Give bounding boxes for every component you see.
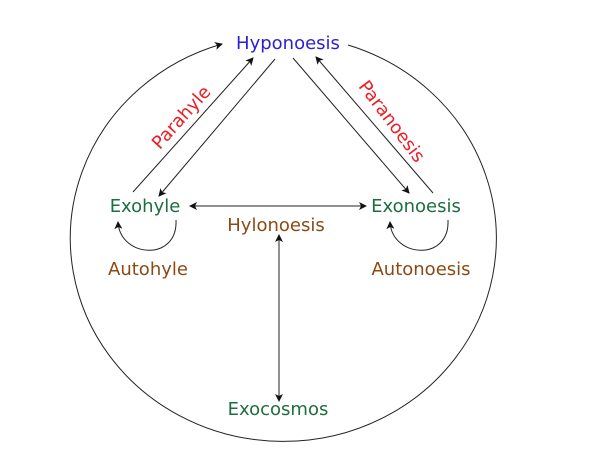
node-hylonoesis: Hylonoesis — [227, 215, 325, 236]
arrow-hyponoesis-to-exonoesis — [292, 57, 410, 194]
loop-autohyle — [114, 219, 177, 251]
arrow-exohyle-to-hyponoesis — [132, 57, 254, 193]
node-exohyle: Exohyle — [109, 196, 181, 217]
loop-autonoesis — [386, 219, 449, 251]
node-hyponoesis: Hyponoesis — [233, 35, 343, 53]
outer-cycle-arc — [69, 42, 497, 442]
node-exocosmos: Exocosmos — [227, 399, 329, 420]
node-exonoesis: Exonoesis — [371, 196, 461, 217]
node-autohyle: Autohyle — [108, 259, 188, 280]
arrow-exonoesis-to-hyponoesis — [315, 56, 434, 194]
arrow-hyponoesis-to-exohyle — [158, 58, 276, 197]
node-autonoesis: Autonoesis — [371, 259, 471, 280]
